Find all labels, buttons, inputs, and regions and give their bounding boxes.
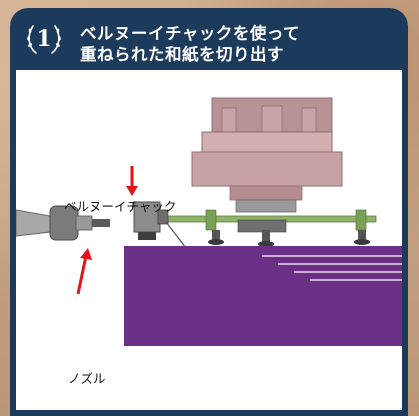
laurel-wreath-icon	[27, 25, 61, 54]
bernoulli-chuck-illustration	[16, 97, 402, 346]
green-rail-frame	[165, 209, 377, 233]
nozzle-label: ノズル	[68, 371, 106, 386]
step-card-body: ベルヌーイチャック ノズル 重ねられた和紙	[10, 70, 408, 416]
air-nozzle-device	[16, 205, 110, 241]
cutting-machine-head	[191, 97, 343, 213]
step-number: 1	[36, 26, 52, 52]
step-badge: 1	[24, 19, 64, 59]
step-title-line-1: ベルヌーイチャックを使って	[80, 24, 301, 43]
stacked-washi-paper	[124, 246, 402, 346]
bernoulli-chuck-label: ベルヌーイチャック	[64, 199, 177, 214]
step-title-line-2: 重ねられた和紙を切り出す	[80, 45, 284, 64]
suction-cups	[208, 230, 370, 247]
stacked-paper-label: 重ねられた和紙	[140, 371, 259, 391]
step-card-header: 1 ベルヌーイチャックを使って 重ねられた和紙を切り出す	[10, 8, 408, 70]
bernoulli-chuck-device	[133, 201, 187, 249]
step-card: 1 ベルヌーイチャックを使って 重ねられた和紙を切り出す	[10, 8, 408, 416]
callout-arrows	[76, 166, 138, 295]
